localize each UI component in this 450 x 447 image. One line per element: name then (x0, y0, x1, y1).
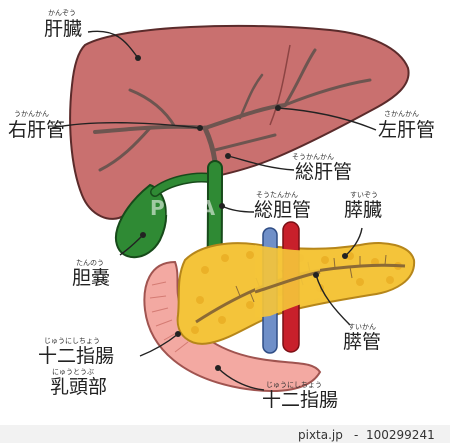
common-bile-duct-label: 総胆管 (254, 199, 312, 221)
pancreas-ruby: すいぞう (350, 191, 378, 199)
pancreatic-duct-label: 膵管 (343, 331, 382, 353)
pancreatic-duct-ruby: すいかん (348, 323, 376, 331)
duodenal-papilla-ruby-line1: じゅうにしちょう (44, 337, 100, 345)
left-hepatic-duct-ruby: さかんかん (384, 110, 419, 118)
liver-ruby: かんぞう (48, 9, 76, 17)
watermark-mark: PIXTA (150, 196, 216, 220)
left-hepatic-duct-label: 左肝管 (378, 119, 436, 141)
duodenum-label: 十二指腸 (262, 389, 339, 411)
right-hepatic-duct-ruby: うかんかん (14, 110, 49, 118)
duodenal-papilla-label-line1: 十二指腸 (38, 345, 115, 367)
common-bile-duct-ruby: そうたんかん (256, 191, 298, 199)
common-hepatic-duct-ruby: そうかんかん (292, 153, 334, 161)
liver-label: 肝臓 (44, 18, 83, 40)
duodenal-papilla-label-line2: 乳頭部 (50, 376, 108, 398)
pancreas-label: 膵臓 (344, 199, 383, 221)
liver-lobe-line (269, 44, 291, 126)
duodenal-papilla-ruby-line2: にゅうとうぶ (52, 368, 94, 376)
watermark-id: 100299241 (366, 428, 435, 442)
watermark-site: pixta.jp (298, 428, 343, 442)
gallbladder-shape (114, 183, 168, 259)
right-hepatic-duct-label: 右肝管 (8, 119, 66, 141)
liver-shape (69, 24, 410, 220)
leader-dots (135, 55, 348, 371)
leader-lines (51, 30, 377, 391)
gallbladder-label: 胆嚢 (72, 267, 111, 289)
common-hepatic-duct-label: 総肝管 (295, 161, 353, 183)
gallbladder-ruby: たんのう (76, 259, 104, 267)
watermark-separator: - (354, 428, 359, 442)
watermark-footer (0, 425, 450, 443)
duodenum-ruby: じゅうにしちょう (266, 381, 322, 389)
